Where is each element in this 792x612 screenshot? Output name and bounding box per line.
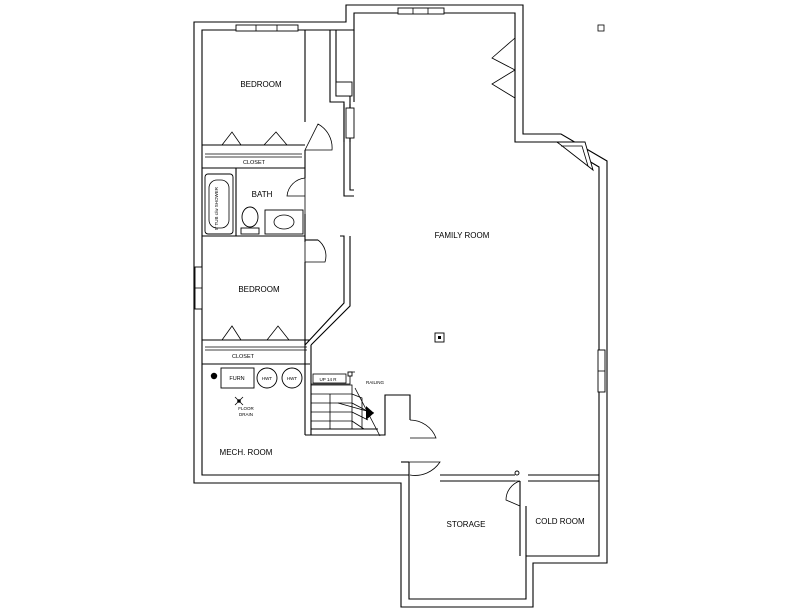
window-bedroom-left [194, 266, 203, 310]
closet-top-label: CLOSET [243, 160, 266, 166]
closet-bottom-label: CLOSET [232, 354, 255, 360]
sump-icon [210, 372, 218, 380]
cold-room-label: COLD ROOM [535, 517, 585, 526]
stair-arrow-icon [366, 406, 374, 420]
family-room-label: FAMILY ROOM [435, 231, 490, 240]
tub-label: 5' TUB c/w SHOWER [214, 186, 219, 230]
floor-drain-label-1: FLOOR [238, 406, 254, 411]
toilet-icon [240, 227, 260, 235]
doors [221, 37, 521, 507]
furnace-icon [220, 367, 255, 389]
sink-icon [264, 209, 304, 235]
bathtub-icon [204, 173, 234, 235]
floor-drain-label-2: DRAIN [239, 412, 253, 417]
window-bedroom-top [235, 24, 299, 32]
hwt-1-label: HWT [262, 376, 272, 381]
bath-label: BATH [252, 190, 273, 199]
bedroom-top-label: BEDROOM [240, 80, 282, 89]
hwt-2-icon [281, 367, 303, 389]
window-family-room-top [397, 7, 445, 15]
stairs [310, 371, 381, 437]
support-post-icon [434, 332, 445, 343]
window-family-room-right [597, 349, 606, 393]
floor-drain-icon [234, 396, 244, 406]
marker-square [597, 24, 605, 32]
interior-walls [202, 30, 599, 556]
bedroom-bottom-label: BEDROOM [238, 285, 280, 294]
mech-room-label: MECH. ROOM [220, 448, 273, 457]
mech-fixtures [210, 367, 303, 406]
railing-label: RAILING [366, 380, 385, 385]
storage-label: STORAGE [447, 520, 486, 529]
hwt-2-label: HWT [287, 376, 297, 381]
stairs-label: UP 14 R [320, 377, 338, 382]
furnace-label: FURN [229, 376, 244, 382]
bath-fixtures [204, 173, 304, 235]
stairs-label-box [312, 373, 347, 384]
hwt-1-icon [256, 367, 278, 389]
